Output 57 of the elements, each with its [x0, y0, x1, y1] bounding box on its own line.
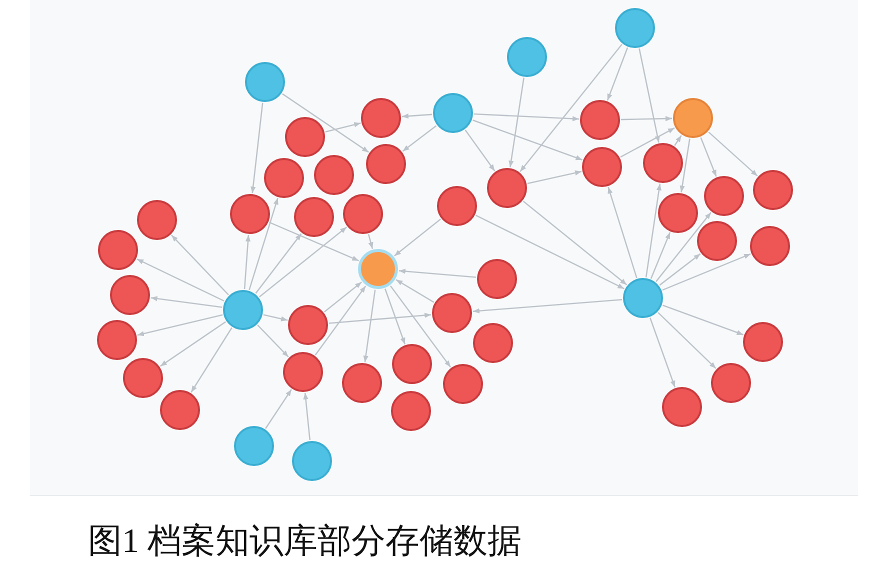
arrow	[137, 314, 223, 336]
arrow	[656, 212, 712, 282]
arrow	[150, 296, 222, 308]
arrow	[190, 327, 232, 393]
arrow	[314, 286, 366, 356]
figure-caption: 图1 档案知识库部分存储数据	[88, 522, 522, 562]
arrow	[658, 312, 716, 369]
arrow	[476, 214, 624, 290]
arrow	[520, 44, 622, 172]
arrow	[680, 138, 690, 192]
arrow	[474, 113, 580, 122]
arrow	[649, 318, 676, 388]
arrow	[650, 232, 671, 279]
arrow	[402, 125, 437, 152]
arrow	[608, 186, 638, 278]
arrow	[324, 282, 362, 312]
arrow	[250, 102, 264, 194]
arrow	[303, 392, 311, 440]
arrow	[265, 389, 292, 429]
arrow	[527, 170, 582, 184]
arrow	[638, 48, 660, 143]
arrow	[522, 200, 628, 286]
arrow	[645, 184, 662, 278]
arrow	[508, 78, 524, 168]
arrow	[472, 299, 622, 314]
arrow	[472, 120, 582, 160]
arrow	[606, 47, 628, 101]
arrow	[248, 198, 278, 290]
arrow	[662, 304, 744, 336]
arrow	[659, 253, 701, 286]
arrow	[394, 218, 441, 256]
arrow	[325, 122, 361, 133]
arrow	[674, 135, 682, 146]
arrow	[282, 93, 369, 153]
arrow	[398, 268, 476, 278]
arrow	[171, 234, 229, 296]
arrow	[255, 233, 302, 294]
arrow	[136, 258, 224, 302]
arrow	[257, 324, 289, 358]
arrow	[708, 132, 758, 176]
arrow	[620, 116, 672, 122]
arrow	[384, 288, 406, 344]
arrow	[700, 137, 717, 177]
arrow	[390, 286, 452, 368]
arrow	[244, 234, 251, 290]
arrow	[464, 130, 496, 172]
arrow	[662, 253, 751, 291]
arrow	[269, 222, 359, 262]
arrow	[263, 314, 288, 322]
arrow	[368, 234, 374, 249]
arrow	[259, 226, 347, 298]
arrow	[328, 312, 432, 324]
arrow	[160, 321, 226, 367]
arrow	[620, 127, 675, 158]
arrow	[363, 290, 376, 362]
arrow	[396, 279, 434, 303]
arrow	[402, 114, 432, 119]
